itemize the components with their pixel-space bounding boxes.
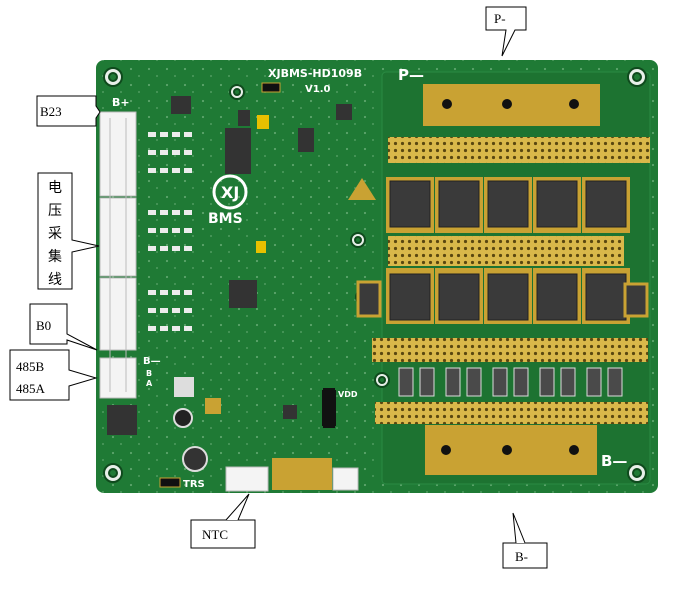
silk-vdd: VDD <box>338 390 358 399</box>
mosfet-row-bottom <box>356 268 649 324</box>
callout-485a-text: 485A <box>16 381 46 396</box>
silk-a: A <box>146 379 153 388</box>
svg-text:XJ: XJ <box>221 183 239 202</box>
mosfet-row-top <box>386 177 630 233</box>
callout-b0: B0 <box>29 303 98 351</box>
callout-b23: B23 <box>36 95 101 127</box>
voltage-char-5: 线 <box>48 272 62 288</box>
connector-pins <box>109 118 127 392</box>
resistor-row <box>398 367 623 397</box>
callout-ntc: NTC <box>190 493 256 549</box>
silk-b-minus-small: B— <box>143 356 161 367</box>
voltage-char-1: 电 <box>48 180 62 196</box>
xj-logo: XJ BMS <box>208 174 248 227</box>
b-pad-holes <box>441 445 579 455</box>
ntc-sensor-pad <box>272 458 332 490</box>
voltage-char-2: 压 <box>48 203 62 219</box>
callout-p-minus-text: P- <box>494 11 506 26</box>
board-model: XJBMS-HD109B <box>268 67 362 80</box>
voltage-char-4: 集 <box>48 248 62 265</box>
vdd-header <box>323 388 335 428</box>
callout-b-minus: B- <box>502 512 548 569</box>
silk-p-minus: P— <box>398 66 424 84</box>
top-header <box>261 82 281 93</box>
p-pad-holes <box>442 99 579 109</box>
bottom-connectors <box>225 466 359 492</box>
warning-symbol <box>348 178 376 200</box>
logo-text: BMS <box>208 211 243 227</box>
balance-connectors <box>99 111 137 399</box>
silk-b: B <box>146 369 152 378</box>
callout-b-minus-text: B- <box>515 549 528 564</box>
silk-b-plus: B+ <box>112 96 130 109</box>
capacitors <box>173 115 269 472</box>
voltage-char-3: 采 <box>48 226 62 242</box>
silk-trs: TRS <box>183 479 205 490</box>
silk-b-minus: B— <box>601 452 627 470</box>
callout-b0-text: B0 <box>36 318 51 333</box>
callout-p-minus: P- <box>485 6 527 57</box>
callout-485b-text: 485B <box>16 359 45 374</box>
solder-strips <box>372 137 650 424</box>
smd-parts <box>148 132 192 331</box>
callout-ntc-text: NTC <box>202 527 228 542</box>
callout-b23-text: B23 <box>40 104 62 119</box>
callout-485: 485B 485A <box>9 349 98 401</box>
trs-header <box>159 477 181 488</box>
callout-voltage: 电 压 采 集 线 <box>37 172 100 290</box>
board-version: V1.0 <box>305 84 330 95</box>
